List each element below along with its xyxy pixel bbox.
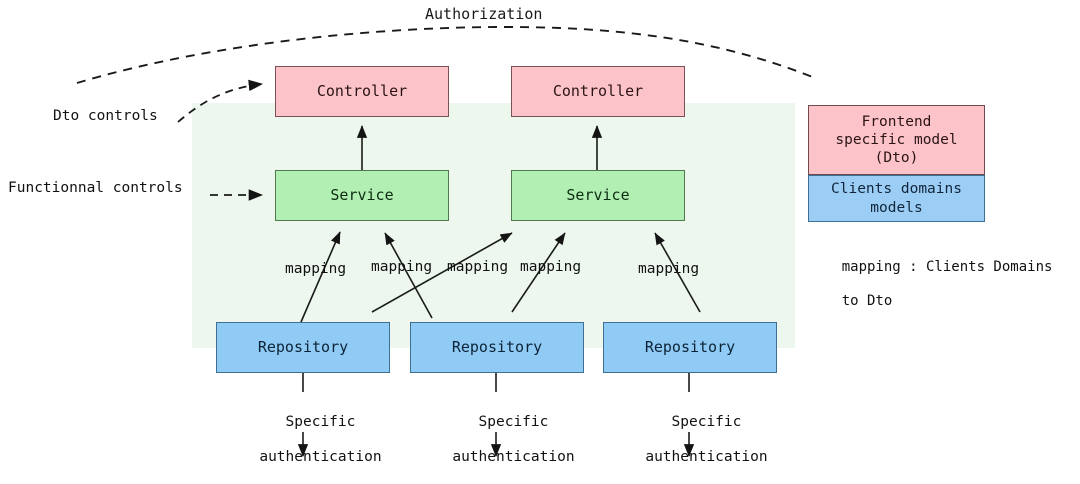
repo1-to-service1-arrow <box>300 231 341 323</box>
repository-label: Repository <box>451 337 543 356</box>
repository-label: Repository <box>257 337 349 356</box>
diagram-canvas: Authorization Dto controls Functionnal c… <box>8 5 1053 466</box>
legend-bottom-line1: Clients domains <box>831 181 962 198</box>
legend-top-line2: specific model <box>835 131 958 148</box>
repo3-to-service2-arrow <box>654 232 701 313</box>
mapping-label-1: mapping <box>285 261 347 277</box>
mapping-label-2: mapping <box>371 259 433 275</box>
service-box-2[interactable]: Service <box>511 170 685 221</box>
controller-label: Controller <box>552 81 644 100</box>
specific-authentication-label-1: Specific authentication <box>207 396 399 484</box>
mapping-label-5: mapping <box>638 261 700 277</box>
service-box-1[interactable]: Service <box>275 170 449 221</box>
mapping-label-3: mapping <box>447 259 509 275</box>
legend-clients-domains-box: Clients domains models <box>808 175 985 222</box>
application-layer-panel <box>192 103 795 348</box>
specific-auth-line1: Specific <box>285 413 356 430</box>
legend-bottom-line2: models <box>870 199 923 216</box>
repository-box-2[interactable]: Repository <box>410 322 584 373</box>
specific-authentication-label-2: Specific authentication <box>400 396 592 484</box>
repo2-to-service1-arrow <box>384 232 433 319</box>
dto-controls-label: Dto controls <box>53 108 158 124</box>
service-label: Service <box>330 185 394 204</box>
specific-auth-line2: authentication <box>259 449 382 466</box>
repository-label: Repository <box>644 337 736 356</box>
authorization-dashed-curve <box>76 26 816 84</box>
authorization-title: Authorization <box>425 5 543 23</box>
legend-mapping-note: mapping : Clients Domains to Dto <box>808 242 1053 327</box>
specific-authentication-label-3: Specific authentication <box>593 396 785 484</box>
legend-top-line1: Frontend <box>861 113 932 130</box>
repository-box-3[interactable]: Repository <box>603 322 777 373</box>
legend-frontend-model-box: Frontend specific model (Dto) <box>808 105 985 175</box>
specific-auth-line1: Specific <box>671 413 742 430</box>
legend-top-line3: (Dto) <box>874 150 919 167</box>
mapping-label-4: mapping <box>520 259 582 275</box>
legend-note-line1: mapping : Clients Domains <box>841 259 1053 276</box>
controller-box-1[interactable]: Controller <box>275 66 449 117</box>
dto-controls-arrow <box>177 79 264 123</box>
specific-auth-line1: Specific <box>478 413 549 430</box>
functional-controls-label: Functionnal controls <box>8 180 183 196</box>
controller-box-2[interactable]: Controller <box>511 66 685 117</box>
connector-layer <box>76 26 816 457</box>
specific-auth-line2: authentication <box>645 449 768 466</box>
controller-label: Controller <box>316 81 408 100</box>
service-label: Service <box>566 185 630 204</box>
repo2-to-service2-arrow <box>511 232 566 313</box>
specific-auth-line2: authentication <box>452 449 575 466</box>
repo1-to-service2-arrow <box>371 232 513 313</box>
legend-note-line2: to Dto <box>841 293 893 310</box>
repository-box-1[interactable]: Repository <box>216 322 390 373</box>
